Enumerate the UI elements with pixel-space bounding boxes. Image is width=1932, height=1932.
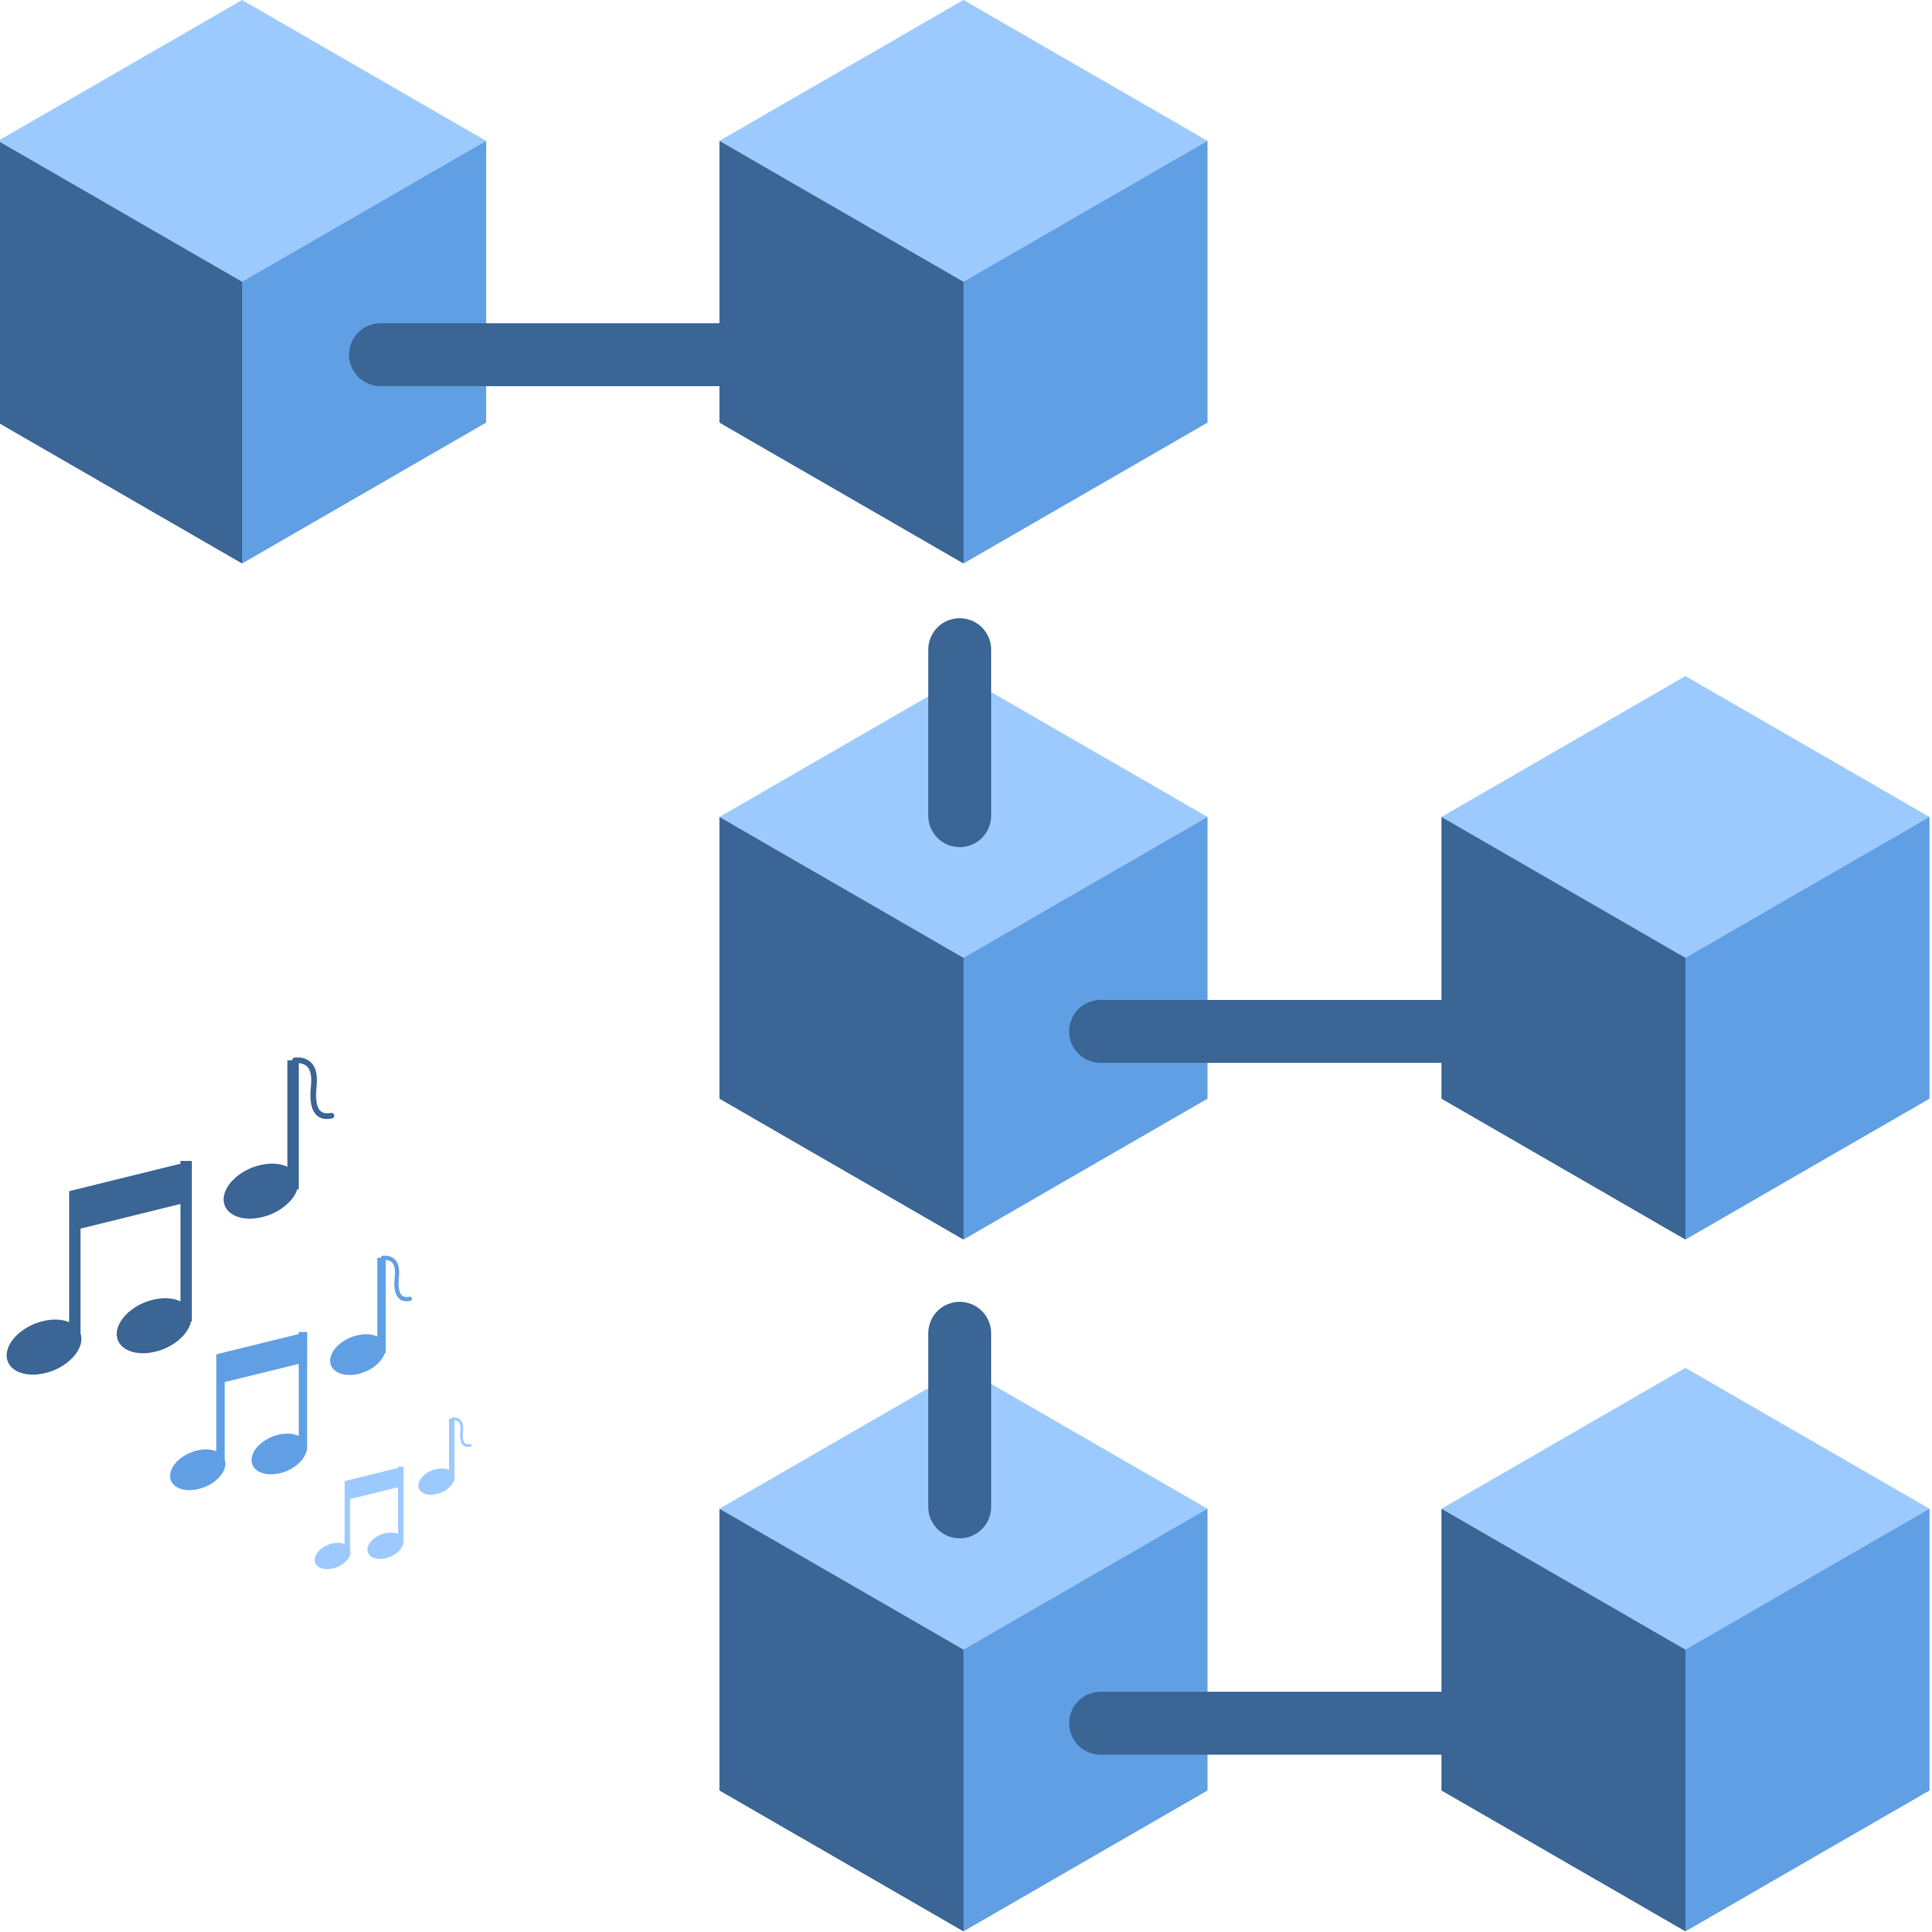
connector-row2-to-row3-vertical: [928, 1302, 991, 1538]
music-note-single-dark: [223, 1057, 335, 1219]
cube-left-face: [1441, 1509, 1685, 1931]
connector-row3-horizontal: [1069, 1692, 1509, 1755]
cube-left-face: [719, 817, 963, 1240]
block-middle-right: [1441, 676, 1929, 1240]
block-top-left: [0, 0, 486, 564]
block-connectors: [349, 323, 1509, 1755]
block-bottom-right: [1441, 1368, 1929, 1931]
connector-row2-horizontal: [1069, 1000, 1509, 1063]
cube-left-face: [719, 1509, 963, 1931]
cube-left-face: [1441, 817, 1685, 1240]
music-note-single-light: [418, 1417, 472, 1495]
block-top-right: [719, 0, 1208, 564]
connector-row1-to-row2-vertical: [928, 618, 991, 847]
music-notes-group: [6, 1057, 472, 1570]
connector-row1-horizontal: [349, 323, 789, 386]
music-note-beamed-dark: [6, 1161, 192, 1375]
cube-right-face: [1685, 817, 1929, 1240]
cube-left-face: [0, 142, 242, 564]
music-note-beamed-light: [314, 1467, 404, 1570]
music-note-single-medium: [330, 1255, 413, 1375]
cube-left-face: [719, 141, 963, 564]
cube-top-face: [0, 0, 486, 282]
cube-right-face: [1685, 1509, 1929, 1931]
cube-right-face: [963, 141, 1208, 564]
music-note-beamed-medium: [170, 1332, 308, 1491]
